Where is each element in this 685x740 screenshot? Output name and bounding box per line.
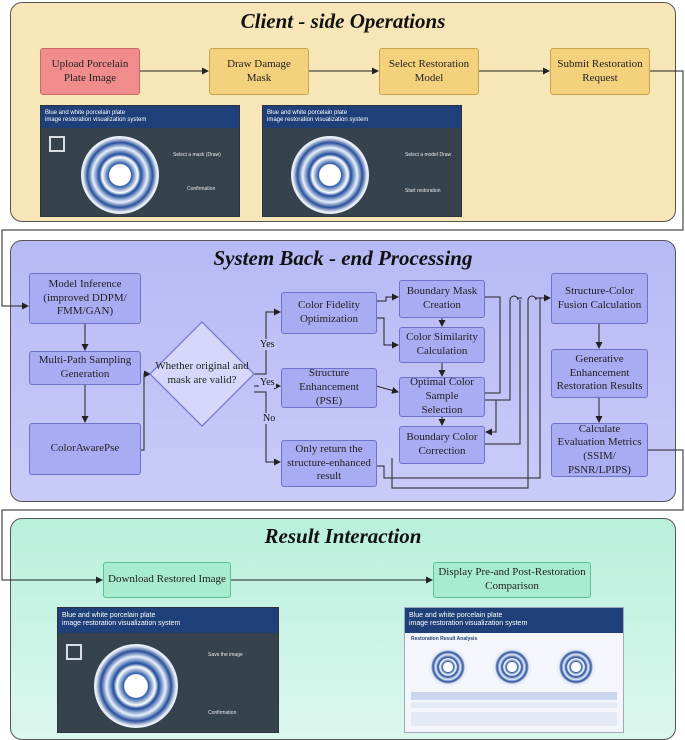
yes-label-2: Yes [259,377,276,388]
optimal-color-sample-node: Optimal Color Sample Selection [399,376,485,417]
line-only-return-fusion [376,298,541,479]
generative-enhancement-node: Generative Enhancement Restoration Resul… [551,349,648,398]
color-similarity-node: Color Similarity Calculation [399,327,485,363]
model-select-screenshot: Blue and white porcelain plate image res… [262,105,462,217]
structure-enhancement-node: Structure Enhancement (PSE) [281,367,377,408]
confirmation-button[interactable]: Confirmation [187,186,216,192]
screen-header-line1: Blue and white porcelain plate [62,612,156,619]
only-return-structure-node: Only return the structure-enhanced resul… [281,440,377,487]
screen-header-line1: Blue and white porcelain plate [267,110,348,116]
arrow-no-only-return [254,391,281,466]
arrow-structure-optimal [375,385,399,394]
client-panel-title: Client - side Operations [240,9,446,33]
backend-panel-title: System Back - end Processing [213,246,473,270]
porcelain-plate-image [81,136,159,214]
decision-diamond-shape [149,321,255,427]
validity-decision-node: Whether original and mask are valid? [155,360,249,386]
restored-plate-thumb [557,648,595,686]
display-comparison-node: Display Pre-and Post-Restoration Compari… [433,562,591,598]
arrow-submit-inference [1,70,684,310]
metrics-table-header [411,692,617,700]
draw-damage-mask-node: Draw Damage Mask [209,48,309,95]
result-analysis-title: Restoration Result Analysis [411,636,478,642]
coloraware-pse-node: ColorAwarePse [29,423,141,475]
mask-drawing-screenshot: Blue and white porcelain plate image res… [40,105,240,217]
select-mask-button[interactable]: Select a mask (Draw) [173,152,221,158]
no-label: No [262,413,277,424]
line-mask-loop [484,296,501,394]
line-correction-fusion [484,300,521,445]
screen-header-line2: image restoration visualization system [45,117,147,124]
download-restored-image-node: Download Restored Image [103,562,231,598]
screen-header: Blue and white porcelain plate image res… [263,106,461,129]
arrow-loop-correction [485,400,497,436]
boundary-mask-creation-node: Boundary Mask Creation [399,280,485,318]
save-image-button[interactable]: Save the image [208,652,243,658]
screen-header-line2: image restoration visualization system [62,620,181,628]
comparison-screenshot: Blue and white porcelain plate image res… [404,607,624,733]
analysis-text-block [411,712,617,726]
metrics-table-row [411,702,617,708]
original-plate-thumb [429,648,467,686]
porcelain-plate-image [291,136,369,214]
arrow-colorpse-decision [140,370,151,451]
structure-color-fusion-node: Structure-Color Fusion Calculation [551,273,648,324]
screen-header: Blue and white porcelain plate image res… [58,608,278,633]
evaluation-metrics-node: Calculate Evaluation Metrics (SSIM/ PSNR… [551,423,648,477]
color-fidelity-node: Color Fidelity Optimization [281,292,377,334]
multi-path-sampling-node: Multi-Path Sampling Generation [29,351,141,385]
arrow-fidelity-boundary-mask [376,293,399,302]
save-image-screenshot: Blue and white porcelain plate image res… [57,607,279,733]
decor-corner [49,136,65,152]
yes-label-1: Yes [259,339,276,350]
submit-restoration-request-node: Submit Restoration Request [550,48,650,95]
screen-header-line1: Blue and white porcelain plate [409,612,503,619]
line-optimal-fusion [484,295,522,401]
start-restoration-button[interactable]: Start restoration [405,188,441,194]
arrow-to-fusion [391,294,551,489]
arrow-fidelity-similarity [376,317,399,349]
upload-plate-image-node: Upload Porcelain Plate Image [40,48,140,95]
arrow-metrics-download [1,449,684,584]
screen-header-line2: image restoration visualization system [409,620,528,628]
boundary-color-correction-node: Boundary Color Correction [399,426,485,464]
screen-header: Blue and white porcelain plate image res… [405,608,623,633]
screen-header: Blue and white porcelain plate image res… [41,106,239,129]
masked-plate-thumb [493,648,531,686]
select-model-button[interactable]: Select a model Draw [405,152,452,158]
screen-header-line2: image restoration visualization system [267,117,369,124]
decor-corner [66,644,82,660]
confirmation-button[interactable]: Confirmation [208,710,237,716]
result-panel-title: Result Interaction [264,524,422,548]
screen-header-line1: Blue and white porcelain plate [45,110,126,116]
model-inference-node: Model Inference (improved DDPM/ FMM/GAN) [29,273,141,324]
select-restoration-model-node: Select Restoration Model [379,48,479,95]
porcelain-plate-image [94,644,178,728]
